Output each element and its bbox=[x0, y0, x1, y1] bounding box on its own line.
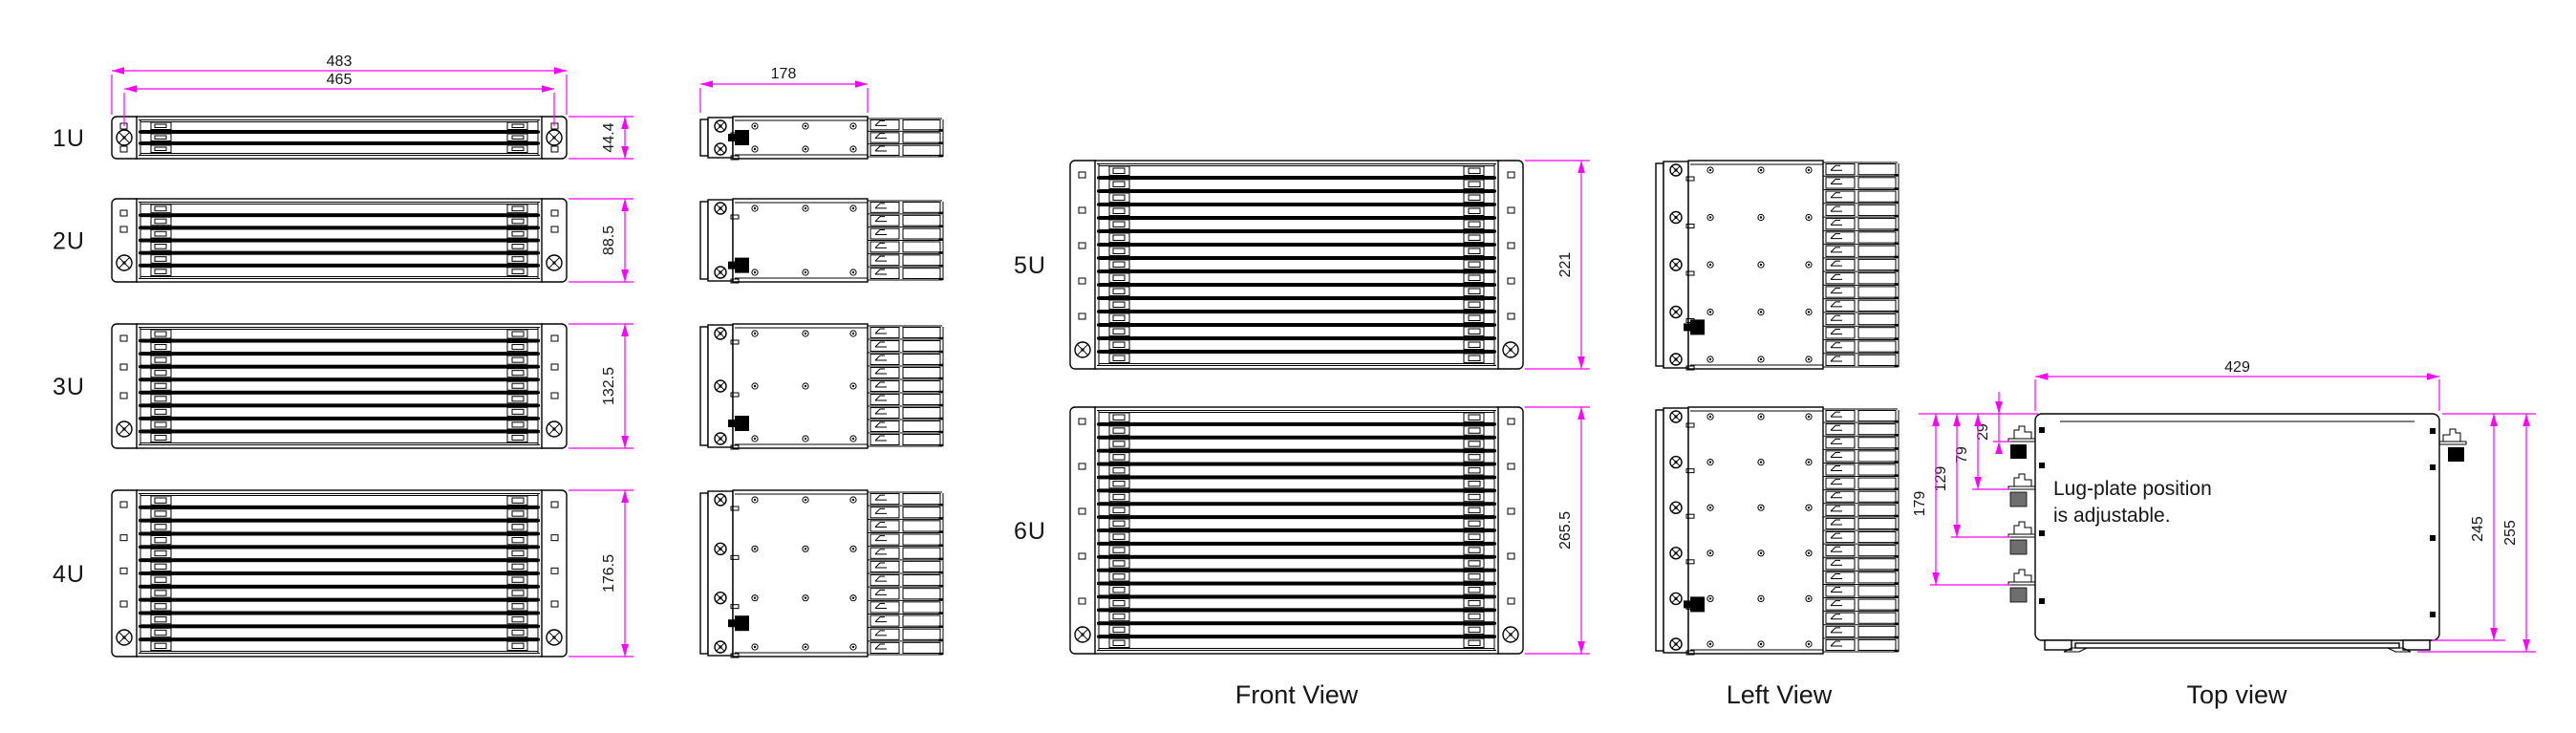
dim-top-lug-4: 179 bbox=[1912, 491, 1928, 517]
side-view-2u bbox=[699, 198, 944, 284]
unit-label-group-3u: 3U bbox=[53, 374, 85, 400]
height-dim-3u: 132.5 bbox=[569, 323, 633, 449]
front-view-1u bbox=[111, 116, 568, 160]
unit-label-3u: 3U bbox=[53, 374, 85, 400]
left-view-6u bbox=[1655, 406, 1900, 656]
height-dim-4u: 176.5 bbox=[569, 489, 633, 658]
dim-top-lug-2: 79 bbox=[1954, 446, 1970, 464]
side-depth-dim: 178 bbox=[699, 66, 869, 113]
height-dim-5u: 221 bbox=[1525, 160, 1590, 370]
dim-top-lug-3: 129 bbox=[1933, 466, 1949, 492]
unit-label-2u: 2U bbox=[53, 228, 85, 255]
front-view-5u bbox=[1069, 160, 1524, 370]
unit-label-group-5u: 5U bbox=[1014, 252, 1046, 279]
height-dim-6u: 265.5 bbox=[1525, 406, 1590, 655]
unit-label-4u: 4U bbox=[53, 561, 85, 588]
dim-height-4u: 176.5 bbox=[601, 554, 617, 593]
unit-label-group-1u: 1U bbox=[53, 125, 85, 152]
dim-top-lug-1: 29 bbox=[1975, 423, 1991, 441]
front-view-2u bbox=[111, 198, 568, 283]
note-line-1: Lug-plate position bbox=[2053, 478, 2212, 500]
unit-label-group-4u: 4U bbox=[53, 561, 85, 588]
unit-label-6u: 6U bbox=[1014, 518, 1046, 545]
front-view-3u bbox=[111, 323, 568, 449]
dim-top-depth-body: 245 bbox=[2470, 516, 2486, 542]
dim-top-width: 429 bbox=[2224, 359, 2250, 376]
note-line-2: is adjustable. bbox=[2053, 505, 2171, 527]
view-label-front: Front View bbox=[1235, 680, 1359, 709]
unit-label-5u: 5U bbox=[1014, 252, 1046, 279]
view-captions: Front View Left View Top view bbox=[1235, 680, 2287, 709]
dim-side-depth: 178 bbox=[771, 66, 797, 82]
view-label-top: Top view bbox=[2186, 680, 2287, 709]
height-dim-2u: 88.5 bbox=[569, 198, 633, 283]
note-group: Lug-plate position is adjustable. bbox=[2053, 478, 2212, 527]
front-view-6u bbox=[1069, 406, 1524, 655]
dim-height-6u: 265.5 bbox=[1557, 511, 1574, 550]
dim-top-depth-overall: 255 bbox=[2502, 520, 2519, 546]
top-view bbox=[2007, 413, 2467, 653]
dim-front-width-mounting: 465 bbox=[327, 72, 353, 88]
left-view-5u bbox=[1655, 160, 1900, 371]
unit-label-1u: 1U bbox=[53, 125, 85, 152]
side-view-3u bbox=[699, 323, 944, 450]
side-view-4u bbox=[699, 489, 944, 658]
dim-height-2u: 88.5 bbox=[601, 226, 617, 255]
dim-height-3u: 132.5 bbox=[601, 367, 617, 405]
unit-label-group-2u: 2U bbox=[53, 228, 85, 255]
front-view-4u bbox=[111, 489, 568, 658]
unit-label-group-6u: 6U bbox=[1014, 518, 1046, 545]
dim-height-1u: 44.4 bbox=[601, 122, 617, 152]
height-dim-1u: 44.4 bbox=[569, 116, 633, 160]
view-label-left: Left View bbox=[1727, 680, 1833, 709]
dim-front-width-outer: 483 bbox=[327, 54, 353, 70]
side-view-1u bbox=[699, 116, 944, 161]
top-view-dims: 429 29 79 129 179 245 255 bbox=[1912, 359, 2536, 653]
dim-height-5u: 221 bbox=[1557, 252, 1574, 278]
